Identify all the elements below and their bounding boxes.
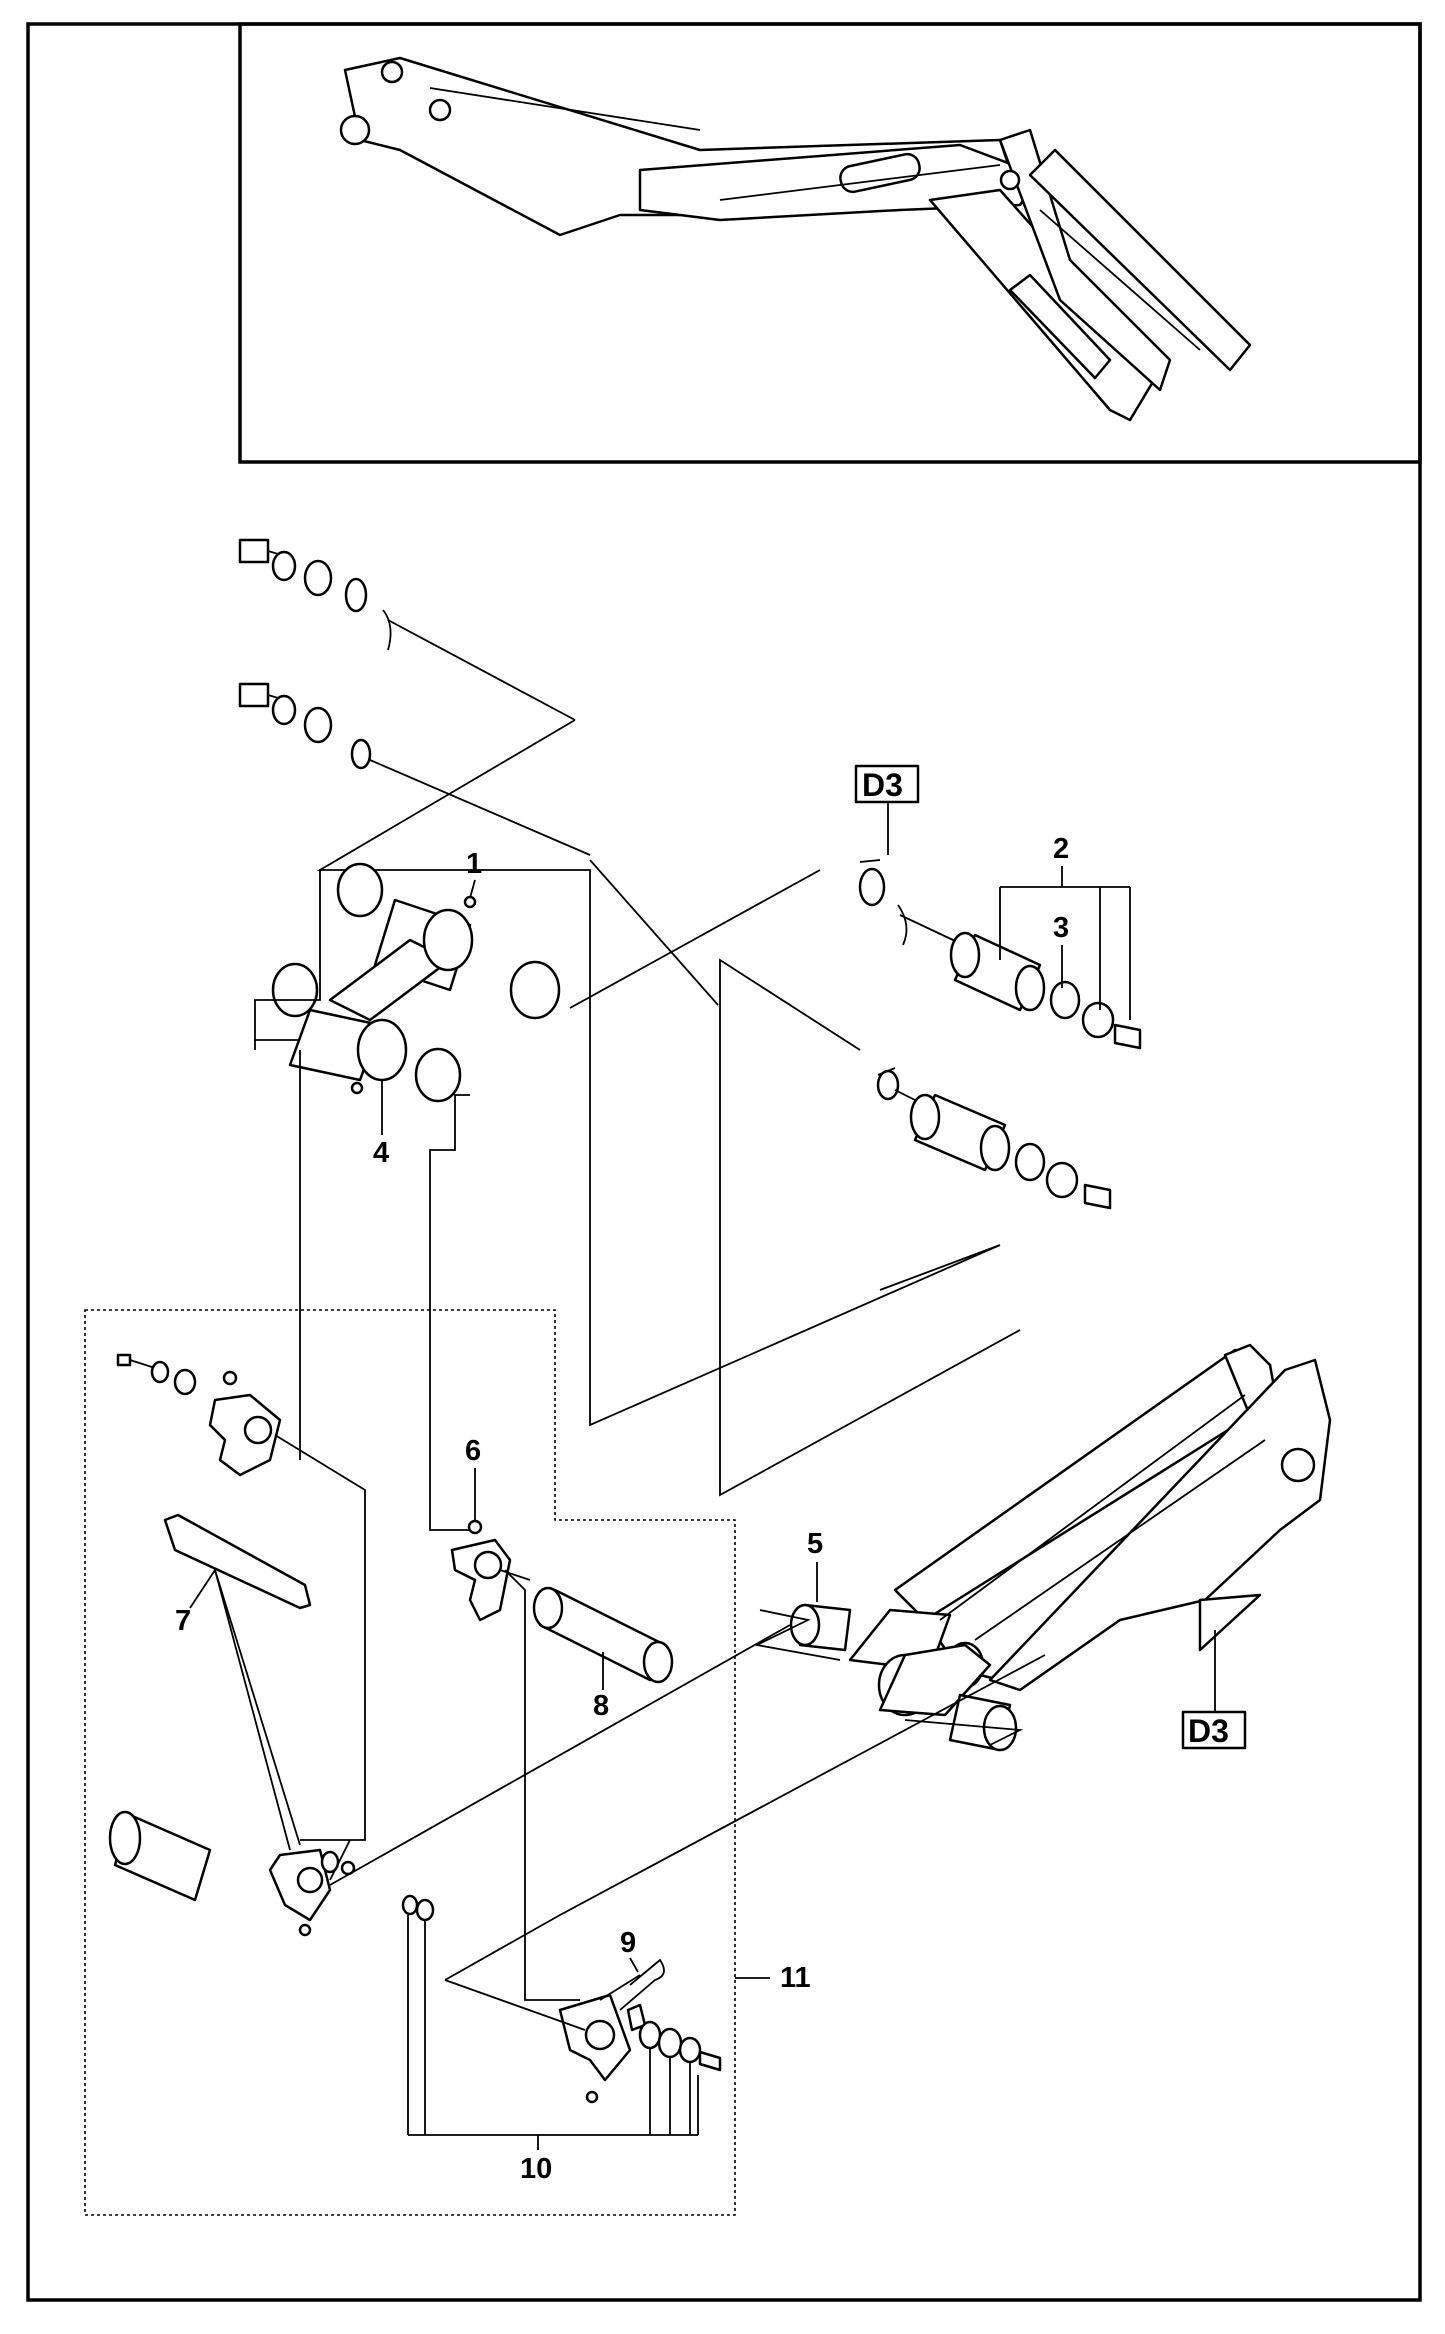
label-5: 5 xyxy=(807,1528,823,1560)
bushing-5 xyxy=(789,1603,852,1652)
upper-pin-set-2 xyxy=(238,682,591,856)
label-10: 10 xyxy=(520,2153,552,2185)
bushing-5b xyxy=(948,1693,1018,1752)
bracket-6 xyxy=(450,1519,531,1622)
label-1: 1 xyxy=(466,848,482,880)
bracket-left-upper xyxy=(116,1353,282,1477)
kit-boundary-11 xyxy=(84,1309,736,2216)
label-9: 9 xyxy=(620,1927,636,1959)
svg-text:D3: D3 xyxy=(1188,1713,1229,1749)
label-11: 11 xyxy=(780,1962,811,1994)
ref-d3-top: D3 xyxy=(854,764,920,804)
svg-text:D3: D3 xyxy=(862,767,903,803)
label-3: 3 xyxy=(1053,912,1069,944)
lever-7 xyxy=(163,1513,312,1610)
label-7: 7 xyxy=(175,1605,191,1637)
bracket-left-lower xyxy=(108,1810,356,1937)
boom-overview-inset xyxy=(339,56,1252,422)
label-8: 8 xyxy=(593,1690,609,1722)
washers-lower xyxy=(401,1894,435,1922)
outer-frame xyxy=(26,22,1422,2302)
pin-8 xyxy=(532,1586,674,1684)
link-assembly xyxy=(271,862,561,1103)
upper-pin-set-1 xyxy=(238,538,576,721)
pin-assembly-right-lower xyxy=(876,1069,1112,1210)
clip-9 xyxy=(599,1958,665,2011)
main-boom xyxy=(848,1343,1332,1717)
pin-assembly-right-upper xyxy=(858,867,1142,1050)
inset-frame xyxy=(238,22,1422,464)
label-4: 4 xyxy=(373,1137,389,1169)
label-6: 6 xyxy=(465,1435,481,1467)
ref-d3-right: D3 xyxy=(1181,1710,1247,1750)
bracket-lower xyxy=(558,1993,722,2104)
label-2: 2 xyxy=(1053,833,1069,865)
